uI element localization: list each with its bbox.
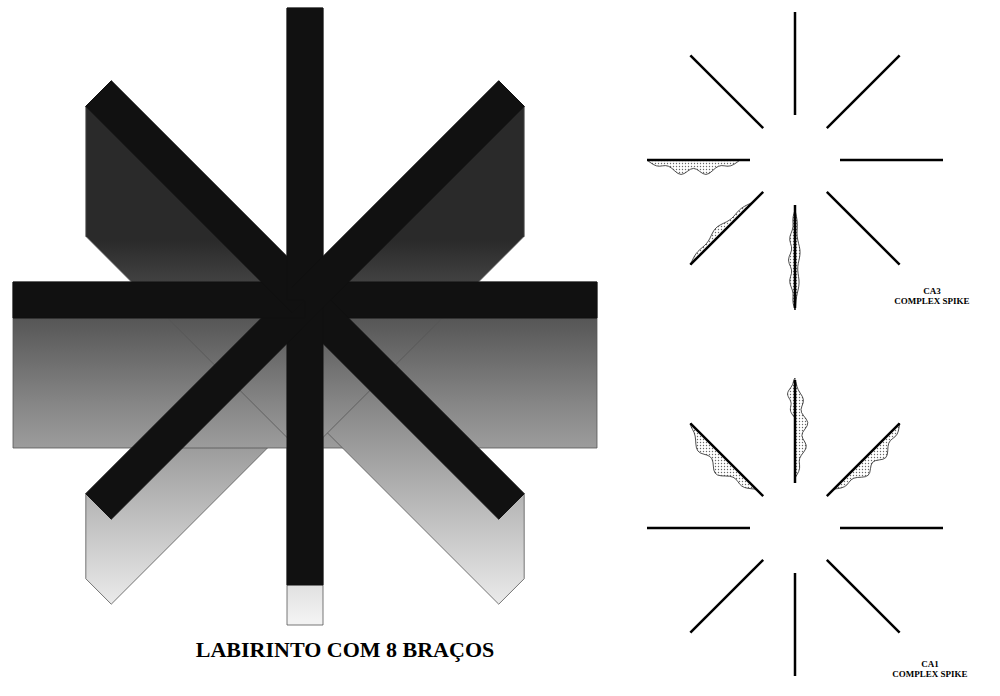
arm-line: [827, 560, 900, 633]
arm-line: [827, 192, 900, 265]
arm-top: [305, 282, 597, 318]
place-field-plot: [647, 12, 943, 310]
arm-line: [827, 423, 900, 496]
arm-line: [840, 159, 943, 162]
arm-line: [690, 560, 763, 633]
radial-maze: [13, 8, 597, 625]
place-field-diagrams: [647, 12, 943, 676]
cell-type-label: COMPLEX SPIKE: [894, 297, 969, 306]
arm-line: [794, 12, 797, 115]
region-label: CA3: [923, 287, 941, 296]
arm-line: [840, 527, 943, 530]
arm-line: [690, 192, 763, 265]
arm-top: [13, 282, 305, 318]
arm-line: [647, 527, 750, 530]
cell-type-label: COMPLEX SPIKE: [892, 670, 967, 679]
arm-top: [292, 81, 524, 313]
arm-top: [292, 287, 524, 519]
arm-top: [287, 300, 323, 585]
arm-line: [690, 55, 763, 128]
arm-line: [794, 573, 797, 676]
region-label: CA1: [921, 660, 939, 669]
arm-line: [794, 205, 797, 308]
figure-caption: LABIRINTO COM 8 BRAÇOS: [196, 638, 494, 661]
arm-line: [827, 55, 900, 128]
place-field-plot: [647, 378, 943, 676]
arm-line: [647, 159, 750, 162]
arm-line: [690, 423, 763, 496]
arm-line: [794, 380, 797, 483]
arm-top: [86, 81, 318, 313]
place-field: [795, 380, 808, 478]
arm-top: [86, 287, 318, 519]
arm-top: [287, 8, 323, 300]
arm-wall: [287, 300, 323, 625]
place-field: [647, 160, 740, 174]
